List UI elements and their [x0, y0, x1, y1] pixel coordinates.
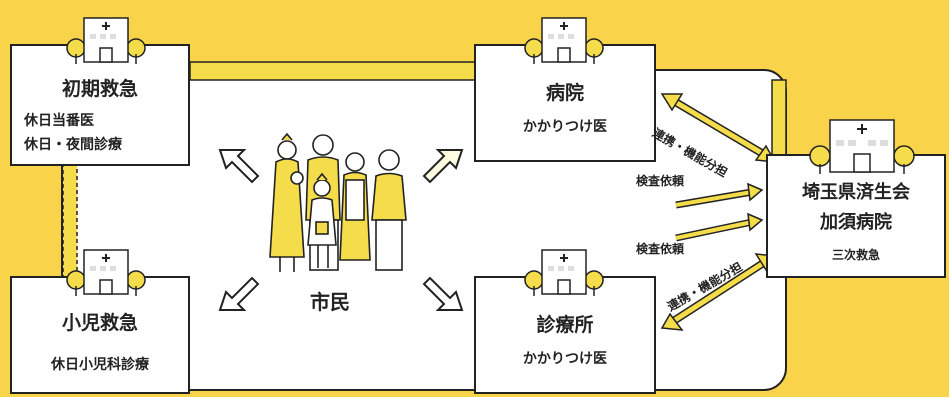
node-line: 休日小児科診療: [51, 357, 149, 373]
arrow-icon-upleft: [218, 149, 260, 184]
node-line: 休日当番医: [24, 113, 94, 129]
hospital-building-icon: [524, 249, 604, 296]
arrow-icon-downleft: [218, 276, 260, 311]
hospital-building-icon: [66, 249, 146, 296]
citizens-label: 市民: [310, 290, 350, 314]
node-byoin: 病院 かかりつけ医: [474, 44, 656, 162]
right-connector: [771, 79, 787, 161]
node-title: 小児救急: [61, 312, 138, 334]
node-shoki-kyukyu: 初期救急 休日当番医 休日・夜間診療: [10, 44, 190, 166]
node-shinryojo: 診療所 かかりつけ医: [474, 276, 656, 394]
node-sub: かかりつけ医: [522, 119, 608, 135]
link-arrow-renkei-top: [660, 93, 777, 163]
node-sub: 三次救急: [831, 248, 880, 262]
node-title-line1: 埼玉県済生会: [802, 182, 910, 203]
node-sub: かかりつけ医: [522, 351, 608, 367]
arrow-icon-upright: [422, 149, 464, 184]
family-illustration: [269, 132, 407, 272]
node-title-line2: 加須病院: [820, 212, 892, 233]
node-saitama-kazo-hospital: 埼玉県済生会 加須病院 三次救急: [766, 154, 946, 278]
node-title: 病院: [545, 82, 584, 104]
top-connector: [189, 61, 481, 81]
node-line: 休日・夜間診療: [24, 137, 122, 153]
link-arrow-kensa-top: [675, 182, 764, 209]
hospital-building-icon: [809, 119, 915, 174]
link-label-kensa-top: 検査依頼: [636, 174, 685, 188]
hospital-building-icon: [66, 17, 146, 64]
node-title: 初期救急: [61, 78, 138, 100]
arrow-icon-downright: [422, 276, 464, 311]
link-label-kensa-bottom: 検査依頼: [636, 242, 685, 256]
node-shoni-kyukyu: 小児救急 休日小児科診療: [10, 276, 190, 394]
node-title: 診療所: [536, 314, 594, 336]
hospital-building-icon: [524, 17, 604, 64]
link-arrow-kensa-bottom: [675, 212, 764, 242]
